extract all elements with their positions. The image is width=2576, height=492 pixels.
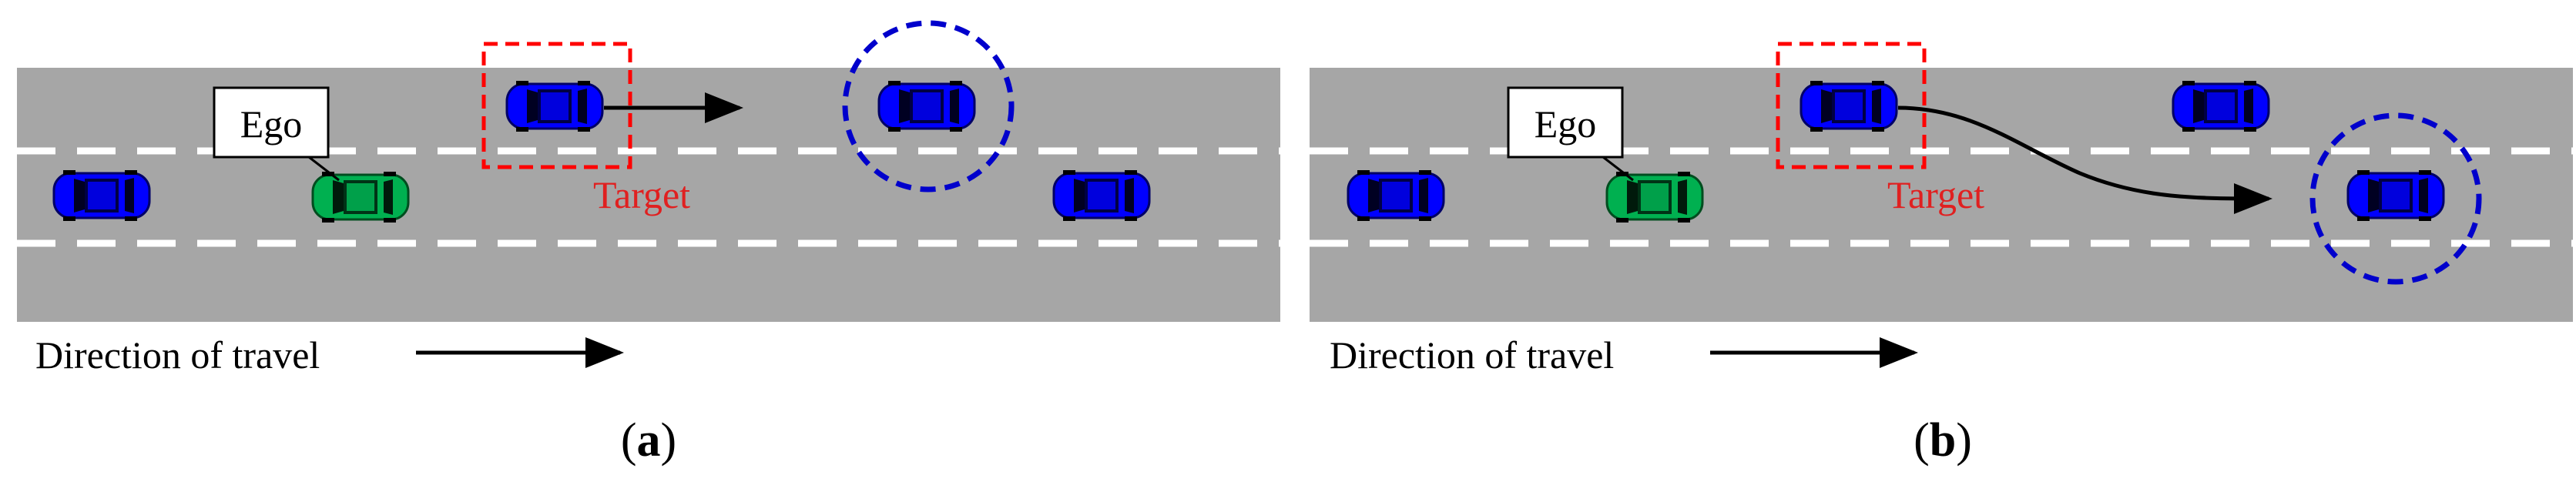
panel-a: Ego Target Direction of travel (a) <box>17 20 1280 467</box>
target-label-a: Target <box>593 173 690 216</box>
ego-label-box-a <box>213 86 330 159</box>
ego-label-box-b <box>1507 86 1624 159</box>
target-vehicle-a <box>505 79 604 133</box>
circle-a <box>842 20 1015 192</box>
circle-b <box>2309 112 2482 285</box>
ego-vehicle-a <box>311 170 410 224</box>
vehicle-circled-b <box>2346 169 2445 223</box>
ego-vehicle-b <box>1605 170 1704 224</box>
target-label-b: Target <box>1887 173 1984 216</box>
target-box-a <box>481 42 632 169</box>
direction-label-b: Direction of travel <box>1330 333 1614 377</box>
ego-label-a: Ego <box>240 102 303 146</box>
panel-b: Ego Target Direction of travel (b) <box>1310 42 2573 467</box>
target-box-b <box>1776 42 1927 169</box>
vehicle-right-a <box>1052 169 1151 223</box>
ego-label-b: Ego <box>1535 102 1597 146</box>
motion-arrow-b <box>1897 105 2272 214</box>
vehicle-left-b <box>1347 169 1445 223</box>
target-vehicle-b <box>1800 79 1898 133</box>
vehicle-circled-a <box>877 79 976 133</box>
caption-a: (a) <box>621 414 676 467</box>
vehicle-upper-right-b <box>2172 79 2270 133</box>
vehicle-left-a <box>52 169 151 223</box>
direction-label-a: Direction of travel <box>35 333 320 377</box>
caption-b: (b) <box>1914 414 1972 467</box>
